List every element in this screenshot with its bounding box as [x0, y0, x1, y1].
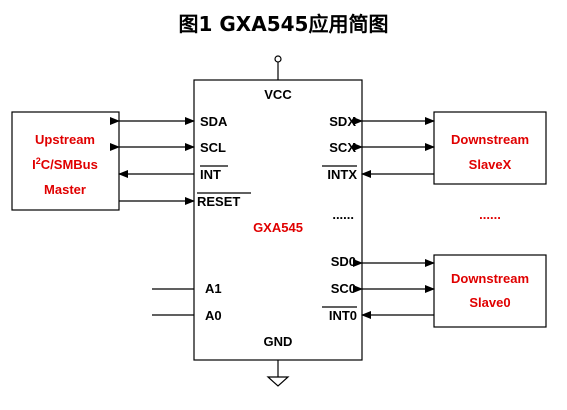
slave-ellipsis: ...... — [479, 207, 501, 222]
vcc-terminal — [274, 55, 282, 63]
slave-0-box — [433, 254, 547, 328]
pin-a1: A1 — [205, 281, 222, 296]
pin-int0: INT0 — [329, 308, 357, 323]
pin-sc0: SC0 — [331, 281, 356, 296]
pin-intx: INTX — [327, 167, 357, 182]
diagram-title: 图1 GXA545应用简图 — [178, 12, 389, 36]
upstream-line1: Upstream — [35, 132, 95, 147]
slave-0-line1: Downstream — [451, 271, 529, 286]
upstream-line2: I2C/SMBus — [32, 156, 98, 172]
pin-int: INT — [200, 167, 221, 182]
upstream-line3: Master — [44, 182, 86, 197]
pin-ellipsis: ...... — [332, 207, 354, 222]
slave-x-box — [433, 111, 547, 185]
ground-symbol — [266, 376, 290, 387]
slave-0-line2: Slave0 — [469, 295, 510, 310]
pin-scl: SCL — [200, 140, 226, 155]
pin-sd0: SD0 — [331, 254, 356, 269]
slave-x-line1: Downstream — [451, 132, 529, 147]
pin-sdx: SDX — [329, 114, 356, 129]
pin-scx: SCX — [329, 140, 356, 155]
upstream-master-box — [11, 111, 120, 211]
chip-box — [193, 79, 363, 361]
slave-x-line2: SlaveX — [469, 157, 512, 172]
pin-a0: A0 — [205, 308, 222, 323]
pin-reset: RESET — [197, 194, 240, 209]
chip-gnd-label: GND — [264, 334, 293, 349]
pin-sda: SDA — [200, 114, 228, 129]
chip-vcc-label: VCC — [264, 87, 292, 102]
chip-name: GXA545 — [253, 220, 303, 235]
